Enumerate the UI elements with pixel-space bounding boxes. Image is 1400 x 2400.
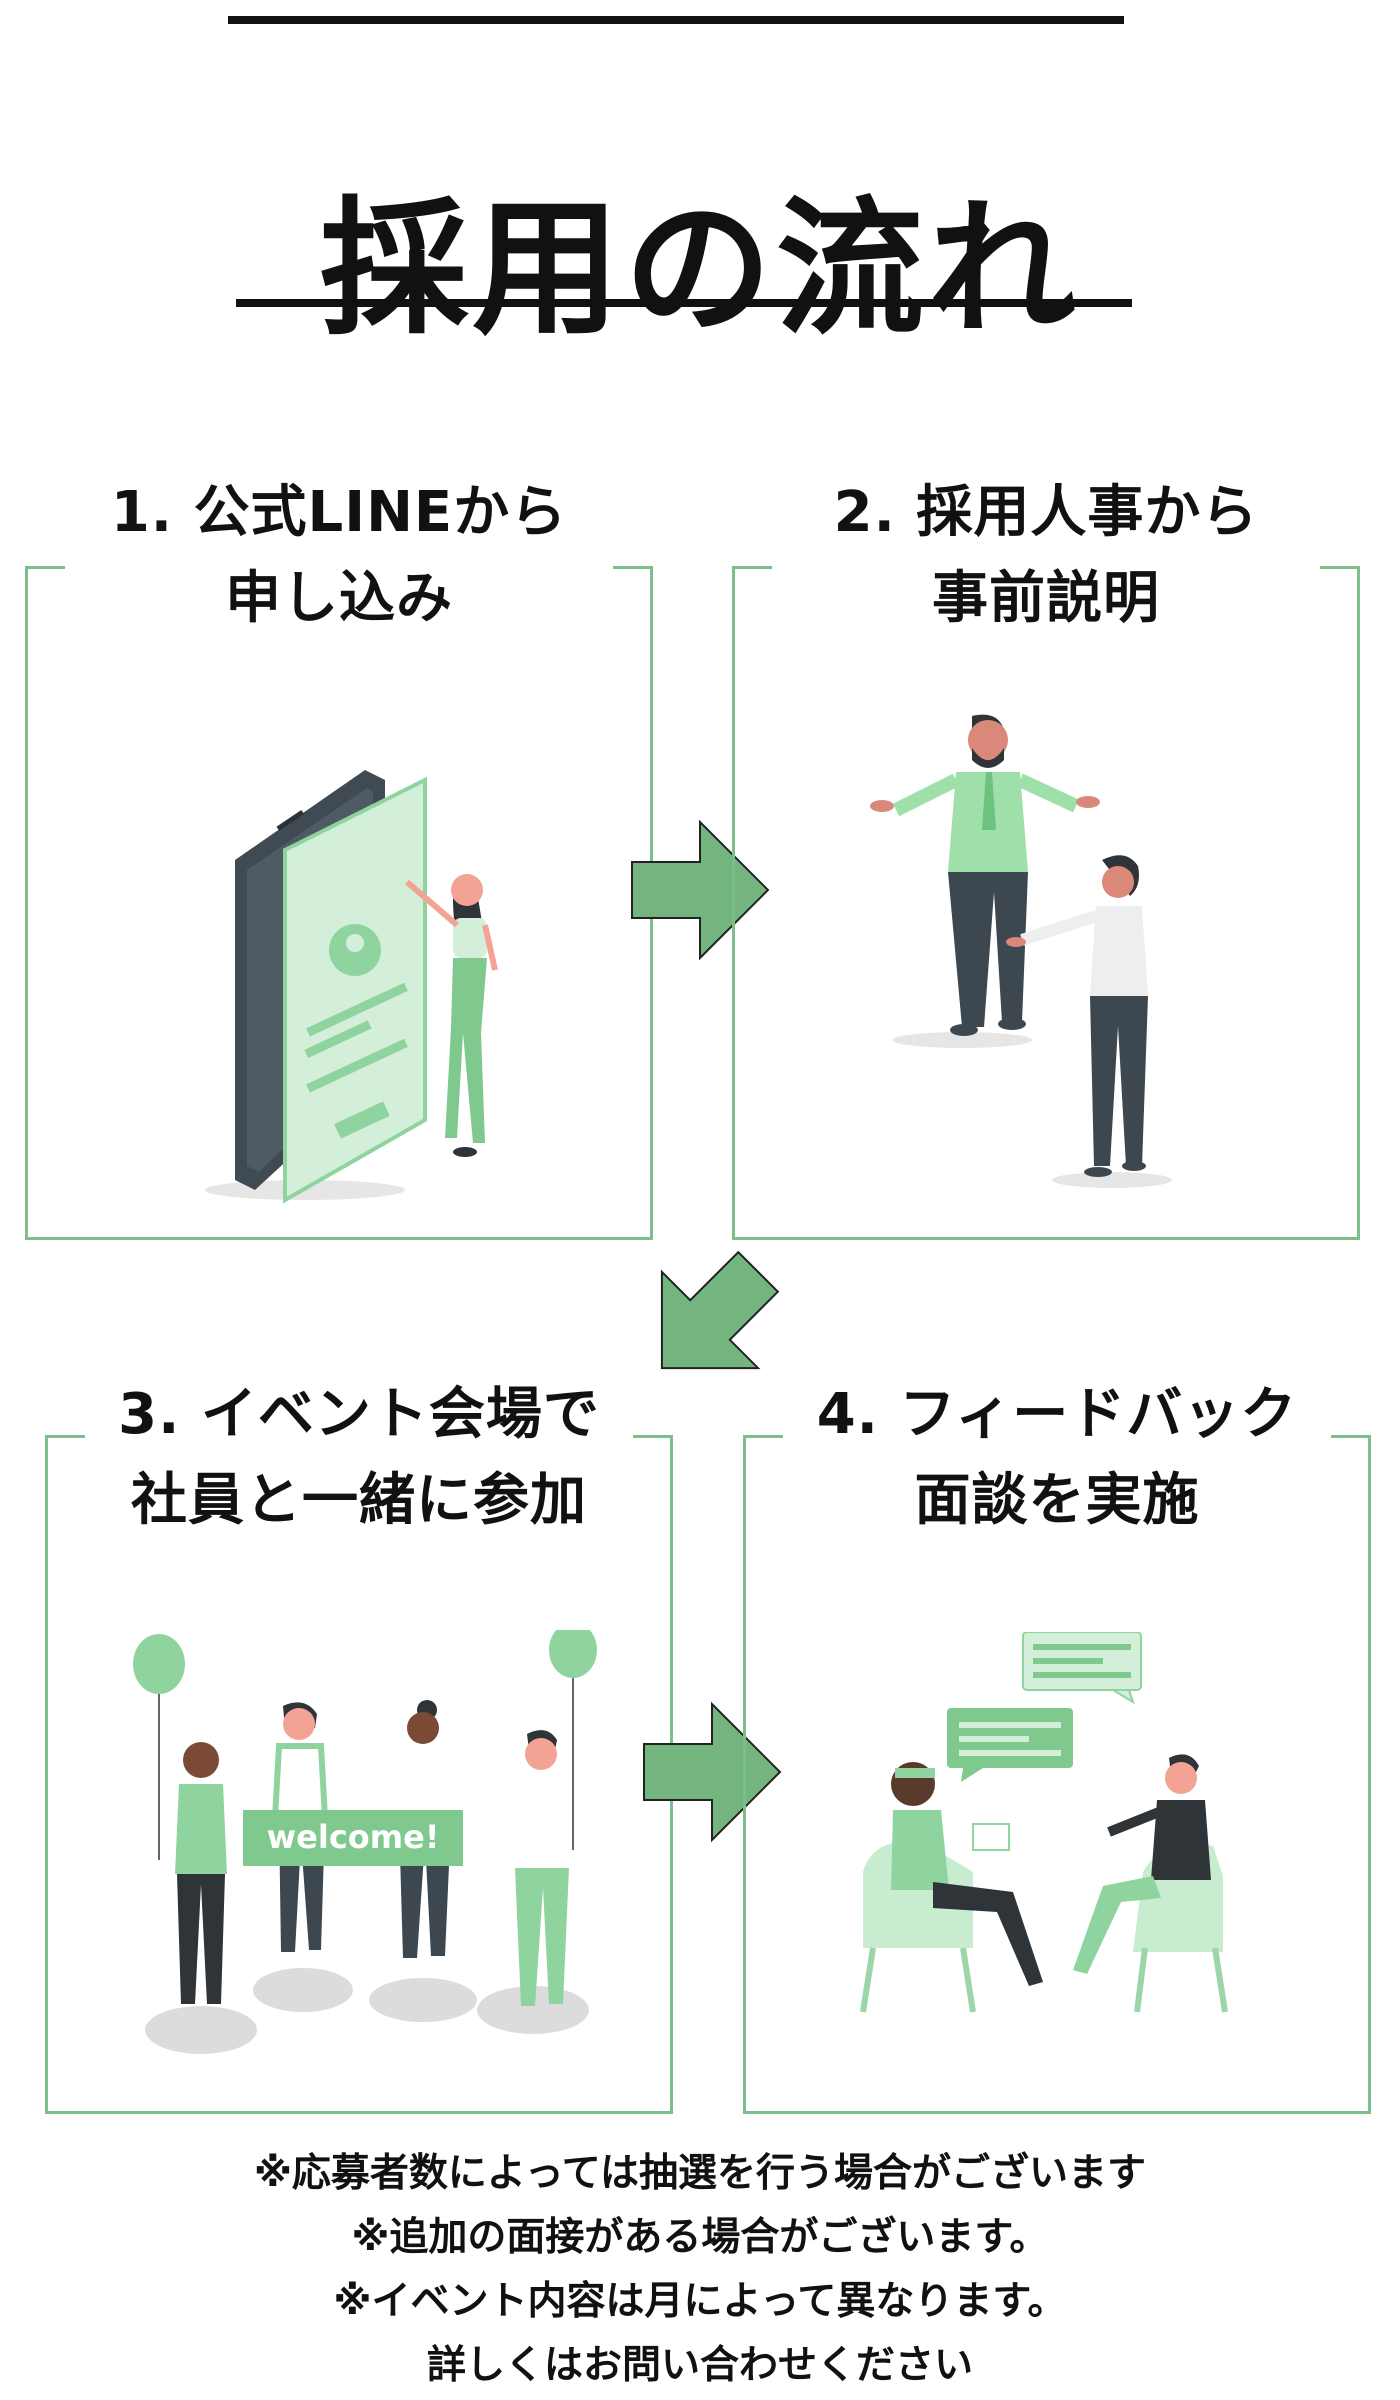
rule-bottom [236,299,1132,307]
note-line-4: 詳しくはお問い合わせください [426,2343,973,2388]
rule-top [228,16,1124,24]
step-2-card: 2. 採用人事から 事前説明 [732,470,1360,1240]
page-title: 採用の流れ [320,183,1080,356]
welcome-event-illustration: welcome! [133,1630,597,2054]
notes: ※応募者数によっては抽選を行う場合がございます ※追加の面接がある場合がございま… [0,2142,1400,2398]
smartphone-application-illustration [205,770,498,1204]
step-3-card: 3. イベント会場で 社員と一緒に参加 welcome! [45,1372,673,2114]
step-title-line1: 2. 採用人事から [833,480,1259,545]
recruiter-explanation-illustration [870,714,1172,1188]
step-title-line2: 事前説明 [932,566,1160,631]
welcome-banner-text: welcome! [267,1818,440,1856]
step-title-line1: 4. フィードバック [816,1382,1298,1447]
note-line-3: ※イベント内容は月によって異なります。 [333,2279,1067,2324]
feedback-interview-illustration [860,1632,1228,2013]
arrow-down-left-icon [660,1250,780,1370]
step-title-line1: 1. 公式LINEから [110,480,568,545]
step-title-line1: 3. イベント会場で [118,1382,600,1447]
note-line-1: ※応募者数によっては抽選を行う場合がございます [253,2151,1146,2196]
step-title: 1. 公式LINEから 申し込み [65,470,613,642]
step-title-line2: 社員と一緒に参加 [131,1468,587,1533]
note-line-2: ※追加の面接がある場合がございます。 [351,2215,1049,2260]
step-1-card: 1. 公式LINEから 申し込み [25,470,653,1240]
step-title-line2: 面談を実施 [914,1468,1200,1533]
step-title: 3. イベント会場で 社員と一緒に参加 [85,1372,633,1544]
step-4-card: 4. フィードバック 面談を実施 [743,1372,1371,2114]
step-title: 2. 採用人事から 事前説明 [772,470,1320,642]
step-title-line2: 申し込み [225,566,453,631]
step-title: 4. フィードバック 面談を実施 [783,1372,1331,1544]
arrow-right-icon [643,1702,782,1842]
